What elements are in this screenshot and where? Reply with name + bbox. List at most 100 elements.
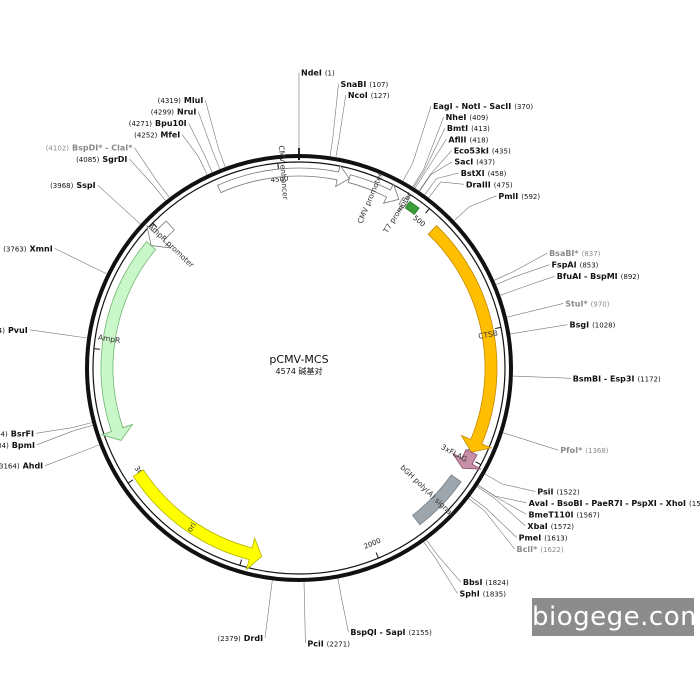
site-leader: [303, 581, 306, 644]
site-leader: [495, 264, 550, 285]
site-pmli: PmlI(592): [498, 192, 540, 201]
site-draiii: DraIII(475): [466, 180, 513, 189]
tick-mark: [239, 559, 243, 566]
feature-ampr-promoter: [146, 220, 175, 249]
site-pcii: PciI(2271): [307, 639, 350, 648]
site-leader: [476, 486, 526, 527]
site-ncoi: NcoI(127): [348, 91, 390, 100]
site-aflii: AflII(418): [448, 135, 488, 144]
tick-mark: [127, 479, 134, 484]
site-avai-bsobi-paer7i-pspxi-xhoi: AvaI - BsoBI - PaeR7I - PspXI - XhoI(156…: [529, 499, 700, 508]
feature-bgh-poly-a-signal: [411, 474, 462, 526]
site-sphi: SphI(1835): [460, 590, 507, 599]
site-leader: [337, 578, 349, 632]
site-bmti: BmtI(413): [447, 124, 490, 133]
plasmid-name: pCMV-MCS: [269, 353, 328, 366]
site-pmei: PmeI(1613): [519, 533, 568, 542]
site-mlui: (4319)MluI: [158, 96, 204, 105]
site-leader: [134, 147, 170, 198]
site-leader: [129, 158, 166, 201]
site-snabi: SnaBI(107): [340, 80, 388, 89]
feature-cmv-promoter: [347, 174, 400, 204]
site-leader: [198, 111, 221, 170]
site-nrui: (4299)NruI: [151, 108, 197, 117]
tick-label: 2000: [363, 537, 383, 551]
site-leader: [412, 116, 444, 187]
site-bsrfi: (3244)BsrFI: [0, 429, 34, 438]
feature-ori: [132, 469, 263, 571]
tick-mark: [93, 348, 100, 350]
watermark: biogege.com: [532, 598, 700, 636]
site-leader: [484, 473, 536, 492]
site-leader: [468, 498, 515, 550]
site-eco53ki: Eco53kI(435): [454, 146, 511, 155]
site-leader: [494, 252, 548, 281]
site-stui: StuI*(970): [565, 299, 610, 308]
feature-label-ctsb: CTSB: [478, 329, 499, 341]
site-leader: [424, 172, 459, 195]
site-sgrdi: (4085)SgrDI: [76, 155, 127, 164]
site-leader: [512, 375, 571, 379]
site-psii: PsiI(1522): [537, 487, 580, 496]
site-bcli: BclI*(1622): [517, 545, 564, 554]
feature-label-ori: ori: [185, 521, 198, 534]
site-leader: [426, 539, 462, 583]
site-ndei: NdeI(1): [301, 69, 335, 78]
feature-label-3xflag: 3xFLAG: [439, 442, 469, 464]
site-mfei: (4252)MfeI: [134, 131, 180, 140]
site-bspqi-sapi: BspQI - SapI(2155): [350, 628, 432, 637]
site-ahdi: (3164)AhdI: [0, 462, 43, 471]
site-xmni: (3763)XmnI: [3, 244, 52, 253]
site-nhei: NheI(409): [446, 113, 489, 122]
site-leader: [423, 541, 458, 594]
site-bpmi: (3234)BpmI: [0, 441, 35, 450]
site-leader: [36, 425, 93, 446]
site-bpu10i: (4271)Bpu10I: [129, 119, 187, 128]
site-leader: [454, 195, 497, 221]
site-leader: [414, 139, 447, 189]
feature-feature-3: [404, 200, 420, 216]
site-leader: [205, 100, 226, 168]
site-leader: [510, 324, 568, 335]
site-leader: [97, 184, 141, 225]
site-leader: [418, 150, 452, 192]
feature-3xflag: [452, 449, 482, 470]
site-drdi: (2379)DrdI: [218, 634, 264, 643]
tick-mark: [494, 326, 502, 330]
site-bbsi: BbsI(1824): [463, 578, 509, 587]
site-leader: [470, 496, 517, 538]
site-bmet110i: BmeT110I(1567): [528, 510, 600, 519]
site-bsmbi-esp3i: BsmBI - Esp3I(1172): [573, 374, 661, 383]
site-pfoi: PfoI*(1368): [560, 446, 609, 455]
site-leader: [419, 161, 453, 192]
tick-mark: [152, 222, 158, 228]
site-leader: [45, 444, 100, 466]
tick-mark: [425, 208, 430, 214]
site-leader: [335, 94, 347, 158]
tick-mark: [375, 552, 379, 559]
site-bspdi-clai: (4102)BspDI* - ClaI*: [46, 144, 134, 153]
site-leader: [402, 106, 432, 182]
site-leader: [188, 123, 213, 173]
site-sspi: (3968)SspI: [50, 181, 96, 190]
feature-ampr: [100, 241, 157, 441]
feature-label-ampr: AmpR: [97, 333, 121, 345]
tick-label: 500: [411, 214, 426, 229]
site-leader: [264, 580, 273, 638]
site-leader: [181, 134, 208, 175]
site-eagi-noti-sacii: EagI - NotI - SacII(370): [433, 102, 533, 111]
restriction-sites: NdeI(1) SnaBI(107) NcoI(127) EagI - NotI - …: [0, 69, 700, 649]
site-fspai: FspAI(853): [551, 261, 598, 270]
site-bsabi: BsaBI*(837): [549, 249, 601, 258]
site-leader: [329, 83, 339, 157]
site-leader: [500, 275, 555, 296]
site-leader: [506, 303, 564, 318]
site-leader: [54, 248, 107, 275]
site-leader: [29, 329, 88, 339]
site-pvui: (3534)PvuI: [0, 326, 28, 335]
tick-label: 4500: [270, 175, 289, 185]
feature-cmv-enhancer: [217, 164, 350, 194]
site-bstxi: BstXI(458): [461, 169, 507, 178]
tick-mark: [277, 163, 279, 170]
